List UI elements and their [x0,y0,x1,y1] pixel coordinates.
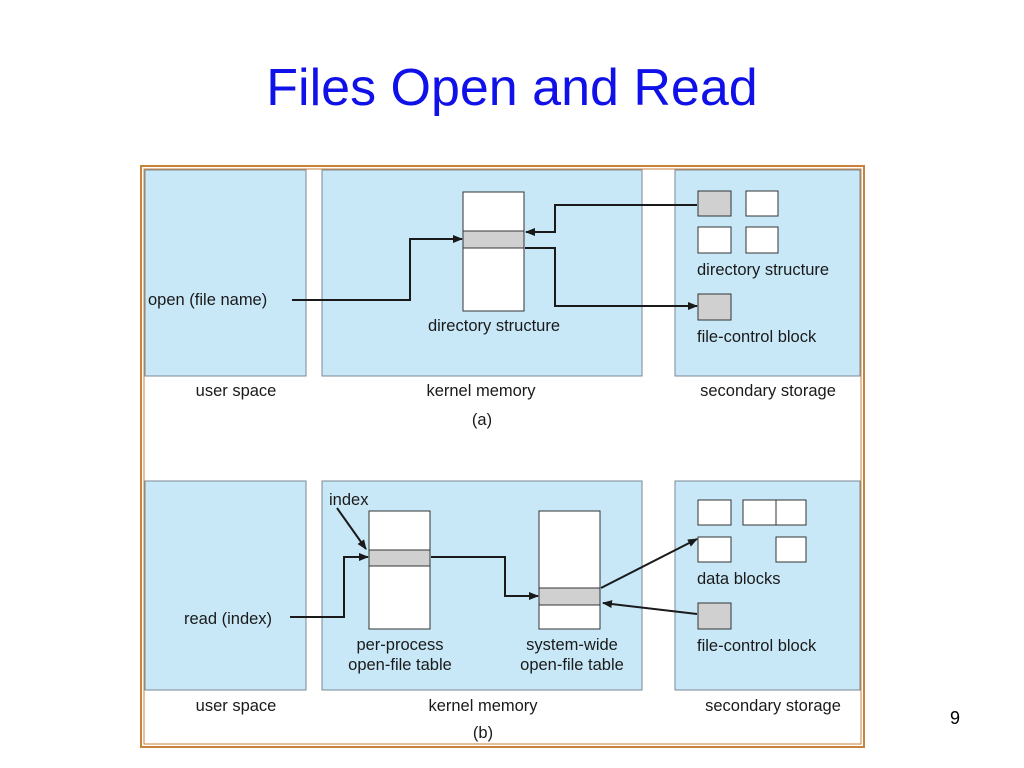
user-space-label-b: user space [196,697,277,715]
index-label: index [329,491,369,509]
storage-directory-block-3 [697,226,732,254]
data-block-2 [742,499,777,526]
system-wide-label-line1: system-wide [526,636,618,654]
per-process-table [368,510,431,630]
per-process-label-line2: open-file table [348,656,452,674]
diagram-b: index read (index) per-process open-file… [144,480,861,742]
system-wide-entry-highlight [538,587,601,606]
system-wide-table [538,510,601,630]
per-process-entry-highlight [368,549,431,567]
storage-directory-block-1 [697,190,732,217]
system-wide-label-line2: open-file table [520,656,624,674]
directory-table [462,191,525,312]
storage-fcb-label-a: file-control block [697,328,817,346]
file-control-block-b [697,602,732,630]
caption-b: (b) [473,724,493,742]
file-open-read-figure: open (file name) directory structure dir… [140,165,865,748]
fcb-to-system-table-arrow [602,600,698,615]
user-space-label-a: user space [196,382,277,400]
system-to-data-blocks-arrow [600,538,698,589]
open-call-arrow [292,235,463,301]
storage-fcb-label-b: file-control block [697,637,817,655]
storage-directory-block-4 [745,226,779,254]
user-space-region-b [144,480,307,691]
secondary-storage-label-a: secondary storage [700,382,836,400]
directory-load-arrow [525,204,697,236]
data-block-5 [775,536,807,563]
caption-a: (a) [472,411,492,429]
per-process-to-system-arrow [431,556,539,600]
file-control-block-a [697,293,732,321]
storage-directory-block-2 [745,190,779,217]
data-block-4 [697,536,732,563]
secondary-storage-label-b: secondary storage [705,697,841,715]
diagram-a: open (file name) directory structure dir… [144,169,861,429]
figure-frame-inner [143,168,862,745]
read-call-label: read (index) [184,610,272,628]
index-pointer-arrow [336,507,367,550]
data-block-1 [697,499,732,526]
per-process-label-line1: per-process [356,636,443,654]
page-number: 9 [950,708,961,728]
data-block-3 [775,499,807,526]
user-space-region-a [144,169,307,377]
directory-entry-highlight [462,230,525,249]
fcb-search-arrow [525,247,698,310]
open-call-label: open (file name) [148,291,267,309]
data-blocks-label: data blocks [697,570,780,588]
memory-directory-label: directory structure [428,317,560,335]
slide-title: Files Open and Read [266,59,758,117]
storage-directory-label: directory structure [697,261,829,279]
kernel-memory-label-a: kernel memory [426,382,536,400]
kernel-memory-label-b: kernel memory [428,697,538,715]
read-call-arrow [290,553,369,618]
